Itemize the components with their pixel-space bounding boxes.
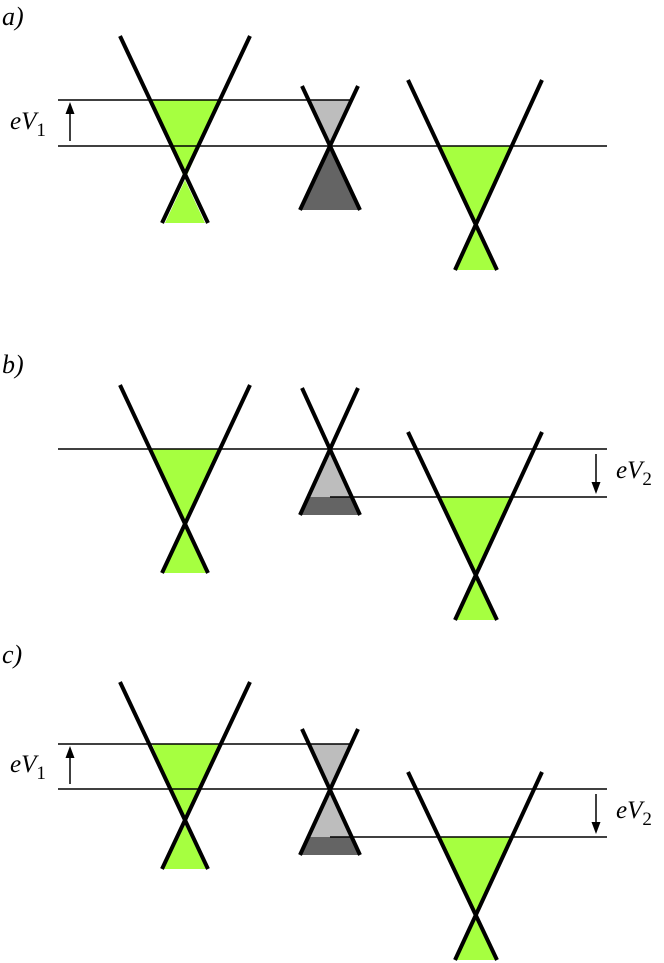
- panel-label-c: c): [2, 640, 22, 669]
- cone-edge: [453, 79, 544, 271]
- energy-label-ev2: eV2: [616, 797, 652, 830]
- filled-lower-cone: [164, 825, 206, 869]
- energy-label-ev1: eV1: [10, 751, 46, 784]
- filled-upper-cone: [152, 744, 220, 825]
- arrow-up-icon: [65, 746, 75, 784]
- cone-edge: [118, 384, 210, 574]
- panel-c: c) eV1: [2, 640, 652, 961]
- cone-edge: [160, 681, 252, 870]
- cone-edge: [118, 681, 210, 870]
- panel-b: b) eV2: [2, 350, 652, 621]
- filled-upper-cone: [310, 744, 350, 789]
- cone-edge: [406, 431, 499, 621]
- filled-lower-cone-dark: [301, 837, 360, 855]
- filled-lower-cone: [301, 146, 360, 210]
- filled-lower-cone: [455, 576, 497, 620]
- cone-middle-b: [298, 387, 362, 516]
- arrow-down-icon: [591, 794, 601, 834]
- cone-edge: [453, 771, 544, 961]
- cone-right-b: [406, 431, 544, 621]
- filled-lower-cone: [165, 180, 205, 223]
- cone-edge: [406, 771, 499, 961]
- arrow-down-icon: [591, 454, 601, 494]
- cone-edge: [160, 35, 252, 224]
- filled-lower-cone: [455, 916, 497, 960]
- filled-upper-cone: [440, 837, 512, 916]
- arrow-up-icon: [65, 102, 75, 141]
- cone-left-c: [118, 681, 252, 870]
- filled-lower-cone-light: [310, 789, 351, 837]
- cone-edge: [406, 79, 499, 271]
- cone-middle-c: [298, 728, 362, 856]
- filled-upper-cone: [441, 497, 512, 576]
- filled-upper-cone: [310, 100, 350, 146]
- filled-lower-cone-light: [310, 449, 351, 497]
- panel-a: a) eV1: [2, 2, 607, 271]
- filled-upper-cone: [439, 146, 513, 226]
- filled-lower-cone-dark: [301, 497, 360, 515]
- cone-left-a: [118, 35, 252, 224]
- cone-edge: [453, 431, 544, 621]
- cone-edge: [298, 728, 360, 856]
- filled-lower-cone: [454, 226, 498, 270]
- cone-edge: [298, 387, 360, 516]
- energy-label-ev2: eV2: [616, 457, 652, 490]
- cone-middle-a: [298, 85, 362, 211]
- filled-lower-cone: [164, 527, 206, 573]
- energy-label-ev1: eV1: [10, 108, 46, 141]
- filled-upper-cone: [152, 100, 220, 180]
- filled-upper-cone: [150, 449, 220, 527]
- cone-edge: [118, 35, 210, 224]
- cone-edge: [298, 85, 360, 211]
- panel-label-b: b): [2, 350, 24, 379]
- cone-right-c: [406, 771, 544, 961]
- cone-left-b: [118, 384, 252, 574]
- cone-edge: [160, 384, 252, 574]
- panel-label-a: a): [2, 2, 24, 31]
- cone-right-a: [406, 79, 544, 271]
